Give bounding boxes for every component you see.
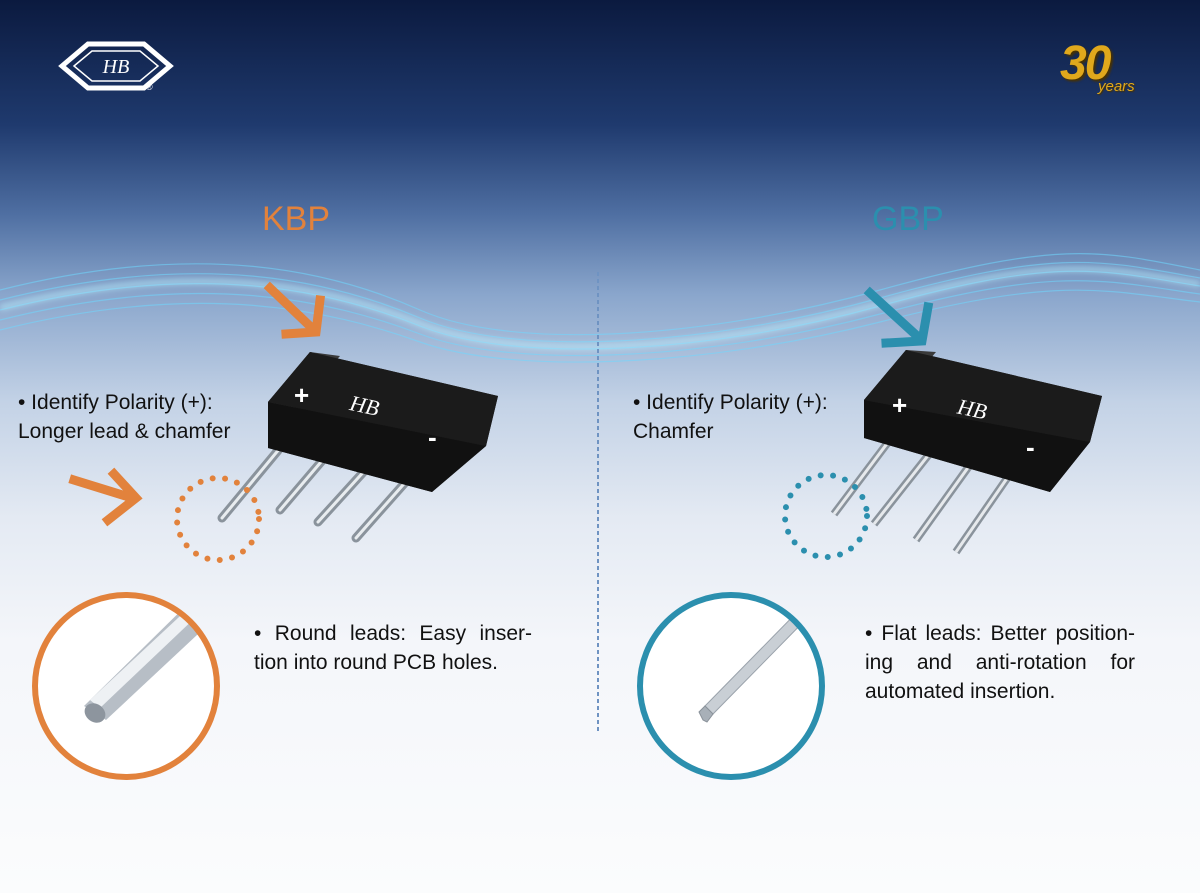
- gbp-polarity-text: • Identify Polarity (+): Chamfer: [633, 388, 873, 446]
- kbp-plus-mark: +: [294, 380, 309, 410]
- hb-logo-text: HB: [102, 56, 130, 78]
- kbp-leads-line2: tion into round PCB holes.: [254, 651, 498, 674]
- gbp-plus-mark: +: [892, 390, 907, 420]
- kbp-leads-line1: • Round leads: Easy inser-: [254, 622, 532, 645]
- kbp-polarity-text: • Identify Polarity (+): Longer lead & c…: [18, 388, 258, 446]
- kbp-component: + HB -: [217, 352, 498, 543]
- anniversary-number: 30: [1060, 37, 1111, 90]
- registered-mark: ®: [146, 82, 153, 92]
- kbp-arrow-top: [263, 281, 326, 339]
- gbp-polarity-line2: Chamfer: [633, 420, 714, 443]
- gbp-chip-logo: HB: [954, 394, 989, 425]
- kbp-minus-mark: -: [428, 422, 437, 452]
- wave-background: [0, 253, 1200, 363]
- kbp-polarity-line1: • Identify Polarity (+):: [18, 391, 213, 414]
- gbp-leads-text: • Flat leads: Better position- ing and a…: [865, 619, 1135, 706]
- kbp-chamfer-highlight: [174, 475, 262, 563]
- anniversary-word: years: [1098, 78, 1135, 95]
- gbp-title: GBP: [872, 200, 944, 238]
- flat-lead-closeup: [637, 592, 825, 780]
- round-lead-closeup: [32, 592, 220, 780]
- center-divider: [597, 272, 599, 732]
- kbp-polarity-line2: Longer lead & chamfer: [18, 420, 231, 443]
- kbp-leads-text: • Round leads: Easy inser- tion into rou…: [254, 619, 532, 677]
- gbp-component: + HB -: [830, 350, 1102, 555]
- hb-logo: HB: [58, 41, 174, 91]
- anniversary-badge: 30 years: [1060, 37, 1160, 100]
- kbp-title: KBP: [262, 200, 331, 238]
- gbp-arrow-top: [863, 286, 934, 348]
- kbp-chip-logo: HB: [347, 390, 382, 421]
- gbp-leads-line2: ing and anti-rotation for: [865, 651, 1135, 674]
- gbp-leads-line3: automated insertion.: [865, 680, 1056, 703]
- gbp-leads-line1: • Flat leads: Better position-: [865, 622, 1135, 645]
- kbp-arrow-left: [68, 467, 143, 527]
- gbp-minus-mark: -: [1026, 432, 1035, 462]
- gbp-chamfer-highlight: [782, 472, 870, 560]
- gbp-polarity-line1: • Identify Polarity (+):: [633, 391, 828, 414]
- gbp-leads: [830, 434, 1014, 555]
